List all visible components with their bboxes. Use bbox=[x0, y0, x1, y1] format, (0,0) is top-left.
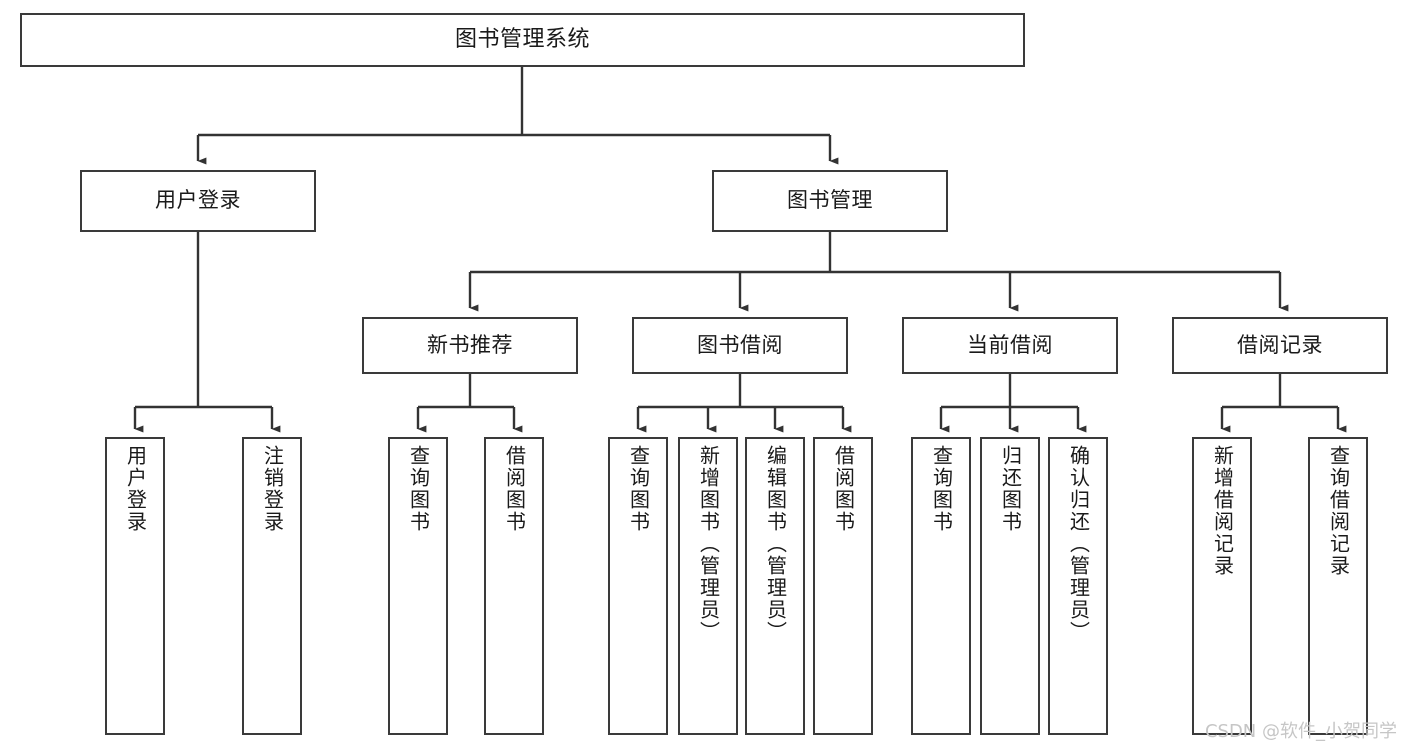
leaf-current-borrow-return-book[interactable]: 归还图书 bbox=[980, 437, 1040, 735]
node-label: 用户登录 bbox=[123, 445, 148, 533]
node-label: 图书管理系统 bbox=[454, 26, 590, 52]
node-label: 查询图书 bbox=[406, 445, 431, 533]
node-root-book-management-system[interactable]: 图书管理系统 bbox=[20, 13, 1025, 67]
leaf-book-borrow-edit-book-admin[interactable]: 编辑图书（管理员） bbox=[745, 437, 805, 735]
node-label: 图书借阅 bbox=[697, 332, 783, 357]
node-label: 新书推荐 bbox=[427, 332, 513, 357]
leaf-book-borrow-borrow-book[interactable]: 借阅图书 bbox=[813, 437, 873, 735]
leaf-user-login-logout[interactable]: 注销登录 bbox=[242, 437, 302, 735]
node-label: 借阅图书 bbox=[831, 445, 856, 533]
node-book-borrow[interactable]: 图书借阅 bbox=[632, 317, 848, 374]
node-label: 新增借阅记录 bbox=[1210, 445, 1235, 577]
node-label: 图书管理 bbox=[787, 188, 873, 213]
leaf-current-borrow-query-book[interactable]: 查询图书 bbox=[911, 437, 971, 735]
node-label: 归还图书 bbox=[998, 445, 1023, 533]
node-book-management[interactable]: 图书管理 bbox=[712, 170, 948, 232]
node-label: 用户登录 bbox=[155, 188, 241, 213]
csdn-watermark: CSDN @软件_小贺同学 bbox=[1204, 721, 1397, 742]
leaf-borrow-record-add-record[interactable]: 新增借阅记录 bbox=[1192, 437, 1252, 735]
node-current-borrow[interactable]: 当前借阅 bbox=[902, 317, 1118, 374]
node-label: 查询借阅记录 bbox=[1326, 445, 1351, 577]
leaf-new-book-query-book[interactable]: 查询图书 bbox=[388, 437, 448, 735]
node-label: 确认归还（管理员） bbox=[1066, 445, 1091, 643]
node-label: 编辑图书（管理员） bbox=[763, 445, 788, 643]
node-label: 借阅图书 bbox=[502, 445, 527, 533]
leaf-new-book-borrow-book[interactable]: 借阅图书 bbox=[484, 437, 544, 735]
leaf-user-login-do-login[interactable]: 用户登录 bbox=[105, 437, 165, 735]
node-user-login[interactable]: 用户登录 bbox=[80, 170, 316, 232]
leaf-current-borrow-confirm-return-admin[interactable]: 确认归还（管理员） bbox=[1048, 437, 1108, 735]
node-new-book-recommend[interactable]: 新书推荐 bbox=[362, 317, 578, 374]
leaf-book-borrow-query-book[interactable]: 查询图书 bbox=[608, 437, 668, 735]
leaf-book-borrow-add-book-admin[interactable]: 新增图书（管理员） bbox=[678, 437, 738, 735]
node-label: 借阅记录 bbox=[1237, 332, 1323, 357]
node-label: 查询图书 bbox=[929, 445, 954, 533]
node-label: 当前借阅 bbox=[967, 332, 1053, 357]
node-label: 新增图书（管理员） bbox=[696, 445, 721, 643]
node-label: 注销登录 bbox=[260, 445, 285, 533]
leaf-borrow-record-query-record[interactable]: 查询借阅记录 bbox=[1308, 437, 1368, 735]
node-label: 查询图书 bbox=[626, 445, 651, 533]
node-borrow-record[interactable]: 借阅记录 bbox=[1172, 317, 1388, 374]
